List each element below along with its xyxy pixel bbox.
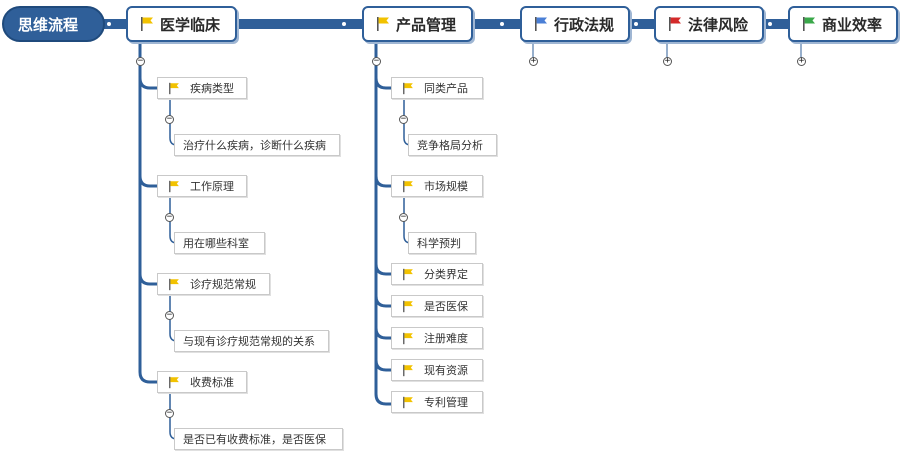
- spine-dot: [634, 22, 638, 26]
- clinical-item[interactable]: 工作原理: [157, 175, 247, 197]
- product-item[interactable]: 专利管理: [391, 391, 483, 413]
- root-topic-label: 思维流程: [18, 15, 79, 34]
- product-item-label: 分类界定: [424, 268, 468, 281]
- product-item[interactable]: 现有资源: [391, 359, 483, 381]
- product-detail-label: 科学预判: [417, 237, 461, 250]
- branch-business-label: 商业效率: [822, 15, 883, 34]
- clinical-detail-label: 与现有诊疗规范常规的关系: [183, 335, 315, 348]
- collapse-toggle[interactable]: −: [372, 56, 381, 66]
- clinical-item[interactable]: 收费标准: [157, 371, 247, 393]
- collapse-toggle[interactable]: −: [165, 408, 174, 418]
- clinical-item-label: 工作原理: [190, 180, 234, 193]
- flag-icon: [403, 180, 413, 192]
- clinical-item[interactable]: 诊疗规范常规: [157, 273, 270, 295]
- flag-icon: [403, 364, 413, 376]
- spine-dot: [768, 22, 772, 26]
- product-item-label: 是否医保: [424, 300, 468, 313]
- product-detail[interactable]: 科学预判: [408, 232, 476, 254]
- branch-regulation[interactable]: 行政法规: [520, 6, 630, 42]
- branch-legal-risk-label: 法律风险: [688, 15, 749, 34]
- product-item-label: 注册难度: [424, 332, 468, 345]
- flag-icon: [403, 332, 413, 344]
- product-item[interactable]: 是否医保: [391, 295, 483, 317]
- clinical-detail-label: 是否已有收费标准，是否医保: [183, 433, 326, 446]
- spine-dot: [342, 22, 346, 26]
- collapse-toggle[interactable]: −: [165, 212, 174, 222]
- collapse-toggle[interactable]: −: [136, 56, 145, 66]
- clinical-detail[interactable]: 用在哪些科室: [174, 232, 265, 254]
- product-detail[interactable]: 竞争格局分析: [408, 134, 497, 156]
- root-topic[interactable]: 思维流程: [2, 6, 105, 42]
- spine-dot: [500, 22, 504, 26]
- product-item[interactable]: 同类产品: [391, 77, 483, 99]
- flag-icon: [403, 300, 413, 312]
- product-item-label: 同类产品: [424, 82, 468, 95]
- product-item-label: 现有资源: [424, 364, 468, 377]
- clinical-detail-label: 治疗什么疾病，诊断什么疾病: [183, 139, 326, 152]
- flag-icon: [669, 17, 681, 31]
- collapse-toggle[interactable]: −: [399, 114, 408, 124]
- branch-clinical[interactable]: 医学临床: [126, 6, 237, 42]
- product-detail-label: 竞争格局分析: [417, 139, 483, 152]
- spine-dot: [107, 22, 111, 26]
- branch-product-label: 产品管理: [396, 15, 457, 34]
- expand-toggle[interactable]: +: [529, 56, 538, 66]
- collapse-toggle[interactable]: −: [399, 212, 408, 222]
- product-item-label: 专利管理: [424, 396, 468, 409]
- flag-icon: [803, 17, 815, 31]
- flag-icon: [141, 17, 153, 31]
- collapse-toggle[interactable]: −: [165, 310, 174, 320]
- flag-icon: [169, 278, 179, 290]
- flag-icon: [169, 376, 179, 388]
- expand-toggle[interactable]: +: [797, 56, 806, 66]
- branch-business[interactable]: 商业效率: [788, 6, 898, 42]
- clinical-detail-label: 用在哪些科室: [183, 237, 249, 250]
- product-item[interactable]: 分类界定: [391, 263, 483, 285]
- clinical-detail[interactable]: 治疗什么疾病，诊断什么疾病: [174, 134, 340, 156]
- product-item[interactable]: 市场规模: [391, 175, 483, 197]
- clinical-detail[interactable]: 是否已有收费标准，是否医保: [174, 428, 343, 450]
- collapse-toggle[interactable]: −: [165, 114, 174, 124]
- flag-icon: [377, 17, 389, 31]
- expand-toggle[interactable]: +: [663, 56, 672, 66]
- flag-icon: [535, 17, 547, 31]
- branch-product[interactable]: 产品管理: [362, 6, 473, 42]
- branch-clinical-label: 医学临床: [160, 15, 221, 34]
- flag-icon: [403, 268, 413, 280]
- clinical-item-label: 收费标准: [190, 376, 234, 389]
- flag-icon: [403, 396, 413, 408]
- clinical-item-label: 诊疗规范常规: [190, 278, 256, 291]
- branch-legal-risk[interactable]: 法律风险: [654, 6, 764, 42]
- flag-icon: [403, 82, 413, 94]
- flag-icon: [169, 180, 179, 192]
- clinical-item[interactable]: 疾病类型: [157, 77, 247, 99]
- clinical-item-label: 疾病类型: [190, 82, 234, 95]
- product-item-label: 市场规模: [424, 180, 468, 193]
- flag-icon: [169, 82, 179, 94]
- product-item[interactable]: 注册难度: [391, 327, 483, 349]
- branch-regulation-label: 行政法规: [554, 15, 615, 34]
- clinical-detail[interactable]: 与现有诊疗规范常规的关系: [174, 330, 329, 352]
